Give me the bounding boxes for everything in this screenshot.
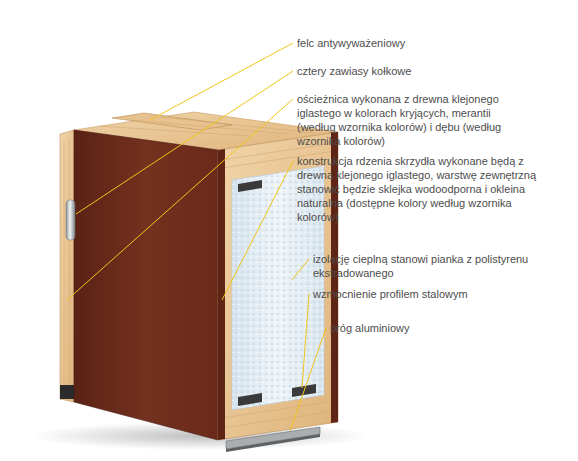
steel-profile [238, 180, 262, 192]
leader-line [292, 259, 309, 280]
callout-label: konstrukcja rdzenia skrzydła wykonane bę… [297, 154, 542, 224]
callout-label: felc antywyważeniowy [297, 36, 537, 50]
wood-grain [100, 117, 315, 136]
leader-line [222, 161, 293, 300]
aluminium-threshold [226, 434, 320, 452]
leader-line [302, 294, 309, 388]
callout-label: izolację cieplną stanowi pianka z polist… [313, 252, 563, 280]
door-leaf-face [74, 130, 218, 440]
leader-line [76, 71, 293, 214]
leader-line [290, 328, 326, 431]
callout-label: ościeżnica wykonana z drewna klejonego i… [297, 92, 525, 148]
hinge-symbol [66, 200, 75, 240]
frame-foot [60, 385, 74, 399]
veneer-grain [95, 140, 200, 432]
leader-lines [67, 43, 326, 431]
callout-label: próg aluminiowy [330, 321, 560, 335]
door-frame [60, 130, 74, 402]
leader-line [67, 99, 293, 300]
wood-grain [64, 138, 69, 398]
callout-label: cztery zawiasy kołkowe [297, 64, 537, 78]
callout-label: wzmocnienie profilem stalowym [313, 287, 563, 301]
plywood-skin [218, 149, 225, 440]
leader-line [150, 43, 293, 120]
steel-profile [238, 393, 262, 406]
